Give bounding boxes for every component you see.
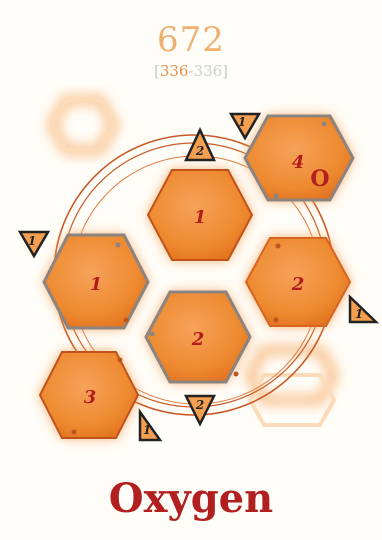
marker-label: 2 [195, 398, 204, 412]
marker-label: 1 [238, 115, 246, 129]
empty-slot[interactable] [52, 100, 114, 150]
marker-label: 1 [355, 307, 363, 321]
tile-top[interactable]: 1 [148, 170, 252, 260]
tile-right[interactable]: 2 [246, 238, 350, 326]
marker-lower-left[interactable]: 1 [140, 412, 160, 440]
tile-left[interactable]: 1 [44, 235, 148, 328]
element-symbol: O [310, 166, 329, 192]
element-name: Oxygen [0, 475, 382, 522]
tile-number: 4 [292, 152, 305, 173]
tile-number: 2 [291, 274, 305, 295]
marker-left[interactable]: 1 [20, 232, 48, 256]
tile-number: 1 [194, 207, 207, 228]
tile-lower-left[interactable]: 3 [40, 352, 138, 438]
tile-number: 3 [84, 387, 97, 408]
tile-number: 1 [90, 274, 103, 295]
marker-label: 2 [195, 144, 204, 158]
tile-center[interactable]: 2 [146, 292, 250, 382]
marker-label: 1 [143, 423, 151, 437]
marker-upper-right[interactable]: 1 [231, 114, 259, 138]
tile-upper-right[interactable]: 4 O [245, 116, 353, 200]
marker-right[interactable]: 1 [350, 297, 376, 322]
tile-number: 2 [191, 329, 205, 350]
marker-bottom[interactable]: 2 [186, 396, 214, 424]
marker-label: 1 [28, 234, 36, 248]
